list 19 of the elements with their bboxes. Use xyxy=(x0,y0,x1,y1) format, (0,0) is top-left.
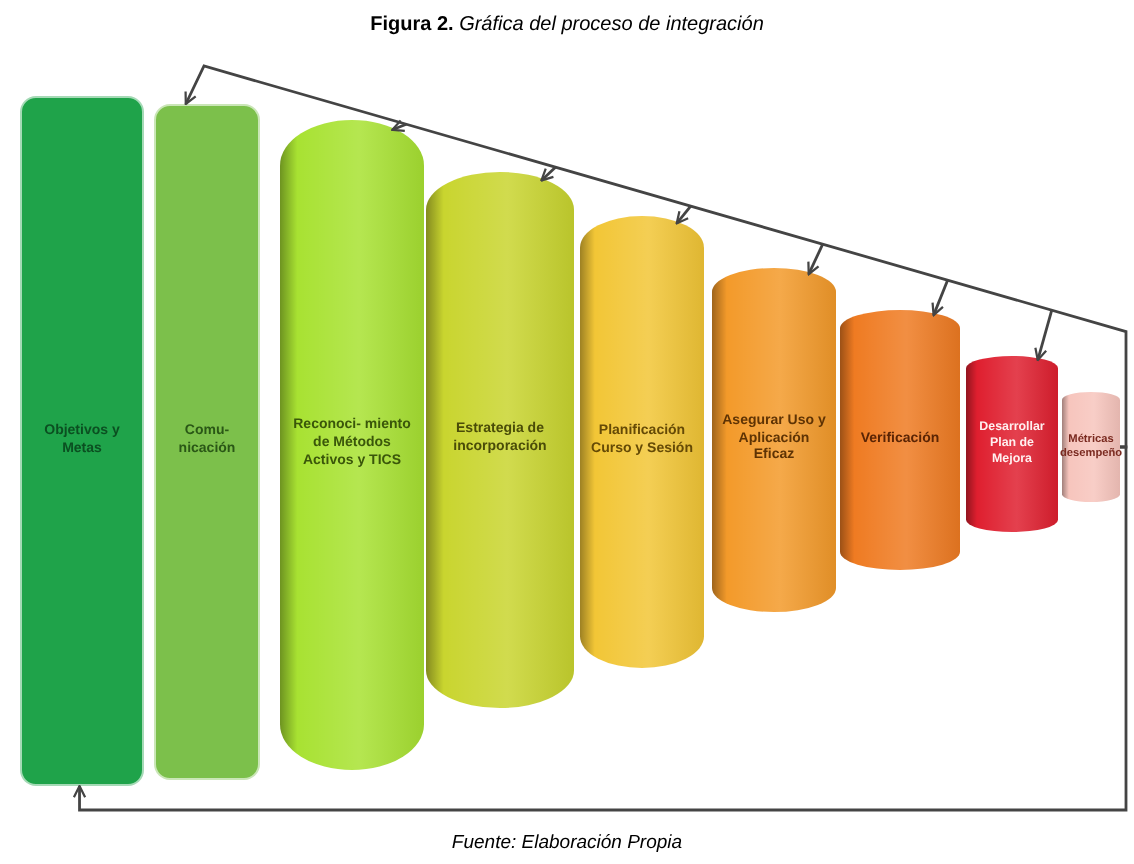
feedback-loop-arrow xyxy=(72,445,1128,812)
feedback-arrow xyxy=(675,205,692,225)
feedback-arrow xyxy=(931,279,949,317)
process-stage-drum xyxy=(280,120,424,770)
process-stage-panel xyxy=(20,96,144,786)
figure-title: Figura 2. Gráfica del proceso de integración xyxy=(368,14,766,36)
process-stage-drum xyxy=(580,216,704,668)
process-stage-drum xyxy=(712,268,836,612)
feedback-arrow xyxy=(1034,309,1054,362)
feedback-arrow xyxy=(807,243,824,276)
feedback-arrow xyxy=(391,119,407,132)
process-stage-drum xyxy=(966,356,1058,532)
feedback-loop-arrow xyxy=(184,64,1128,449)
process-stage-drum xyxy=(426,172,574,708)
feedback-arrow xyxy=(540,166,557,182)
process-stage-drum xyxy=(840,310,960,570)
process-stage-panel xyxy=(154,104,260,780)
process-stage-drum xyxy=(1062,392,1120,502)
figure-caption: Fuente: Elaboración Propia xyxy=(449,832,685,854)
